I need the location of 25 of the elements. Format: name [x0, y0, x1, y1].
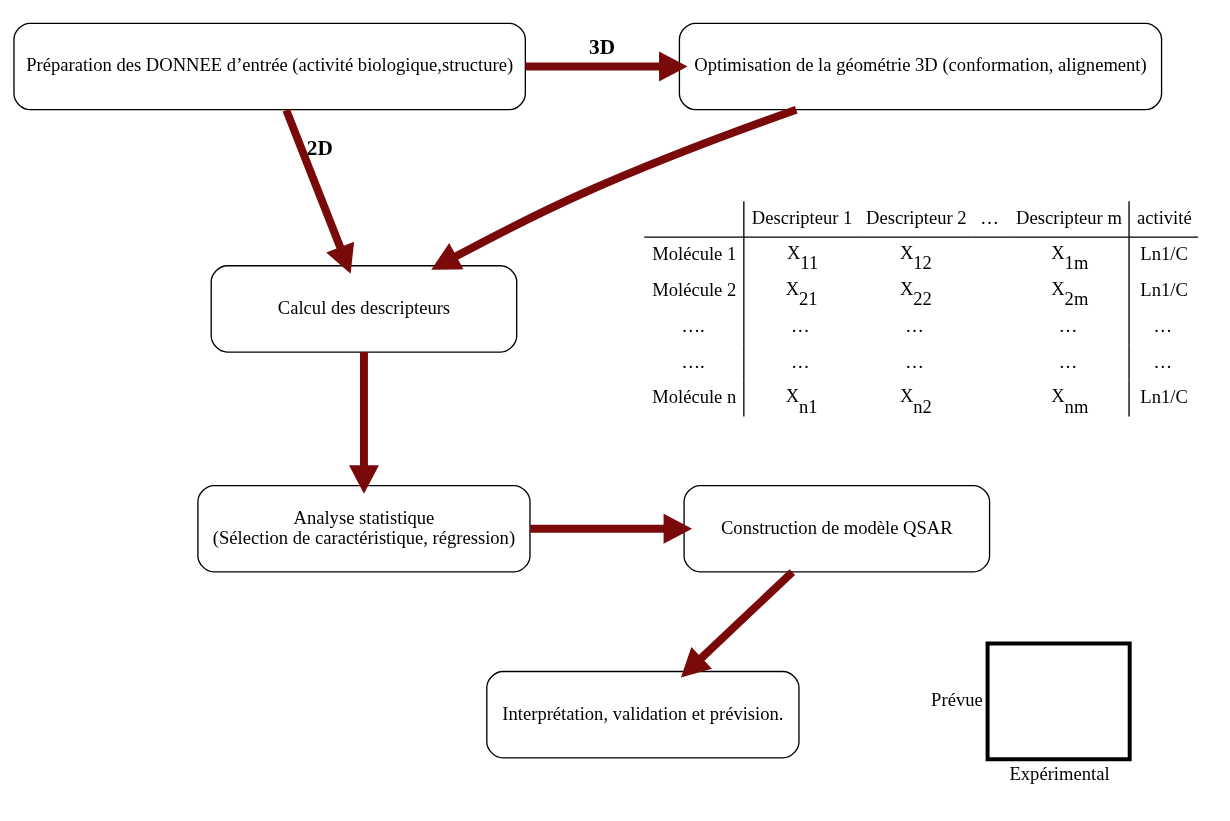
label: …: [905, 350, 924, 372]
label: …: [790, 314, 810, 336]
label: Prévue: [931, 689, 983, 711]
label: Descripteur 2: [866, 207, 967, 229]
edge-label: 3D: [589, 35, 616, 60]
label: Descripteur 1: [751, 207, 853, 229]
label: …: [1153, 314, 1173, 336]
edge-label: 2D: [306, 135, 333, 160]
label: …: [980, 207, 999, 229]
label: Molécule 2: [652, 278, 737, 300]
label: …: [1153, 350, 1173, 372]
label: activité: [1137, 207, 1192, 229]
label: …: [1058, 350, 1078, 372]
label: …: [905, 314, 924, 336]
label: Molécule n: [652, 386, 737, 408]
label: Ln1/C: [1140, 278, 1188, 300]
label: …: [790, 350, 810, 372]
label: ….: [681, 314, 705, 336]
label: Expérimental: [1009, 763, 1110, 785]
label: ….: [681, 350, 705, 372]
label: …: [1058, 314, 1078, 336]
label: Ln1/C: [1140, 243, 1188, 265]
label: Ln1/C: [1140, 386, 1188, 408]
label: Molécule 1: [652, 243, 737, 265]
label: Descripteur m: [1016, 207, 1122, 229]
